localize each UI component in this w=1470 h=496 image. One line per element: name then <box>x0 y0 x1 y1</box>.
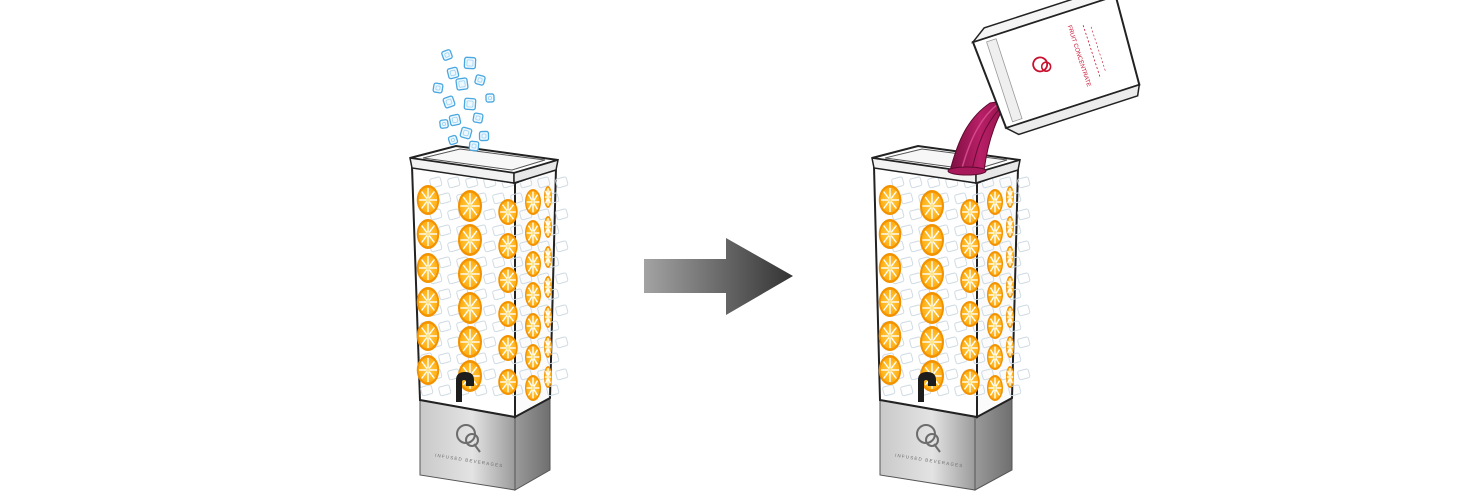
orange-slice-icon <box>458 326 482 358</box>
orange-slice-icon <box>920 190 944 222</box>
ice-cube-icon <box>459 126 473 140</box>
orange-slice-icon <box>1006 366 1014 388</box>
orange-slice-icon <box>416 253 440 283</box>
orange-slice-icon <box>544 246 552 268</box>
spout-icon <box>456 372 474 402</box>
orange-slice-icon <box>498 267 518 293</box>
orange-slice-icon <box>1006 276 1014 298</box>
orange-slice-icon <box>416 185 440 215</box>
orange-slices-front <box>416 185 518 395</box>
brand-logo-icon <box>916 424 941 453</box>
orange-slice-icon <box>525 220 541 246</box>
orange-slice-icon <box>920 224 944 256</box>
orange-slice-icon <box>960 199 980 225</box>
orange-slice-icon <box>960 335 980 361</box>
orange-slice-icon <box>960 233 980 259</box>
ice-cube-icon <box>441 49 453 61</box>
package-logo-icon <box>1032 56 1052 73</box>
orange-slice-icon <box>987 313 1003 339</box>
orange-slice-icon <box>525 282 541 308</box>
ice-cube-icon <box>432 82 444 94</box>
orange-slice-icon <box>960 369 980 395</box>
orange-slice-icon <box>1006 216 1014 238</box>
orange-slices-front <box>878 185 980 395</box>
glass-container <box>871 144 1031 419</box>
orange-slice-icon <box>920 292 944 324</box>
orange-slice-icon <box>416 219 440 249</box>
ice-cube-icon <box>447 134 459 146</box>
glass-container <box>409 144 569 419</box>
orange-slice-icon <box>525 251 541 277</box>
orange-slice-icon <box>960 267 980 293</box>
orange-slice-icon <box>1006 246 1014 268</box>
orange-slice-icon <box>458 190 482 222</box>
ice-cube-icon <box>439 119 449 129</box>
dispenser-base: INFUSED BEVERAGES <box>419 397 551 491</box>
orange-slice-icon <box>525 313 541 339</box>
orange-slice-icon <box>878 355 902 385</box>
ice-cube-icon <box>468 140 480 152</box>
ice-cube-icon <box>463 56 477 70</box>
orange-slice-icon <box>498 233 518 259</box>
orange-slice-icon <box>960 301 980 327</box>
orange-slice-icon <box>1006 306 1014 328</box>
orange-slice-icon <box>544 186 552 208</box>
orange-slice-icon <box>416 321 440 351</box>
orange-slice-icon <box>920 258 944 290</box>
ice-cube-icon <box>472 112 484 124</box>
orange-slice-icon <box>878 253 902 283</box>
spout-icon <box>918 372 936 402</box>
orange-slices-side <box>525 186 552 401</box>
orange-slice-icon <box>878 321 902 351</box>
orange-slice-icon <box>544 336 552 358</box>
orange-slice-icon <box>987 375 1003 401</box>
orange-slice-icon <box>544 366 552 388</box>
ice-cube-icon <box>485 93 495 103</box>
orange-slice-icon <box>458 292 482 324</box>
orange-slice-icon <box>878 287 902 317</box>
orange-slice-icon <box>498 199 518 225</box>
ice-cube-icon <box>474 74 486 86</box>
orange-slice-icon <box>987 189 1003 215</box>
dispenser-step-1: INFUSED BEVERAGES <box>409 49 569 491</box>
step-arrow-icon <box>644 238 793 315</box>
ice-cube-icon <box>455 77 469 91</box>
orange-slice-icon <box>525 189 541 215</box>
orange-slice-icon <box>498 335 518 361</box>
orange-slice-icon <box>544 216 552 238</box>
orange-slice-icon <box>920 326 944 358</box>
orange-slice-icon <box>416 355 440 385</box>
ice-cube-icon <box>478 130 490 142</box>
orange-slice-icon <box>987 220 1003 246</box>
dispenser-step-2: INFUSED BEVERAGES <box>871 0 1141 491</box>
orange-slice-icon <box>878 185 902 215</box>
concentrate-package: FRUIT CONCENTRATE <box>970 0 1141 136</box>
orange-slice-icon <box>458 258 482 290</box>
orange-slice-icon <box>498 369 518 395</box>
orange-slice-icon <box>416 287 440 317</box>
orange-slice-icon <box>987 251 1003 277</box>
orange-slice-icon <box>525 344 541 370</box>
ice-cubes-icon <box>432 49 495 152</box>
ice-cube-icon <box>463 97 477 111</box>
orange-slice-icon <box>987 282 1003 308</box>
orange-slice-icon <box>544 276 552 298</box>
orange-slice-icon <box>878 219 902 249</box>
orange-slice-icon <box>544 306 552 328</box>
orange-slices-side <box>987 186 1014 401</box>
ice-cube-icon <box>446 66 460 80</box>
brand-logo-icon <box>456 424 481 453</box>
orange-slice-icon <box>525 375 541 401</box>
orange-slice-icon <box>458 224 482 256</box>
ice-cube-icon <box>448 113 462 127</box>
dispenser-base: INFUSED BEVERAGES <box>879 397 1013 491</box>
orange-slice-icon <box>1006 336 1014 358</box>
ice-cube-icon <box>442 95 456 109</box>
orange-slice-icon <box>1006 186 1014 208</box>
orange-slice-icon <box>498 301 518 327</box>
orange-slice-icon <box>987 344 1003 370</box>
